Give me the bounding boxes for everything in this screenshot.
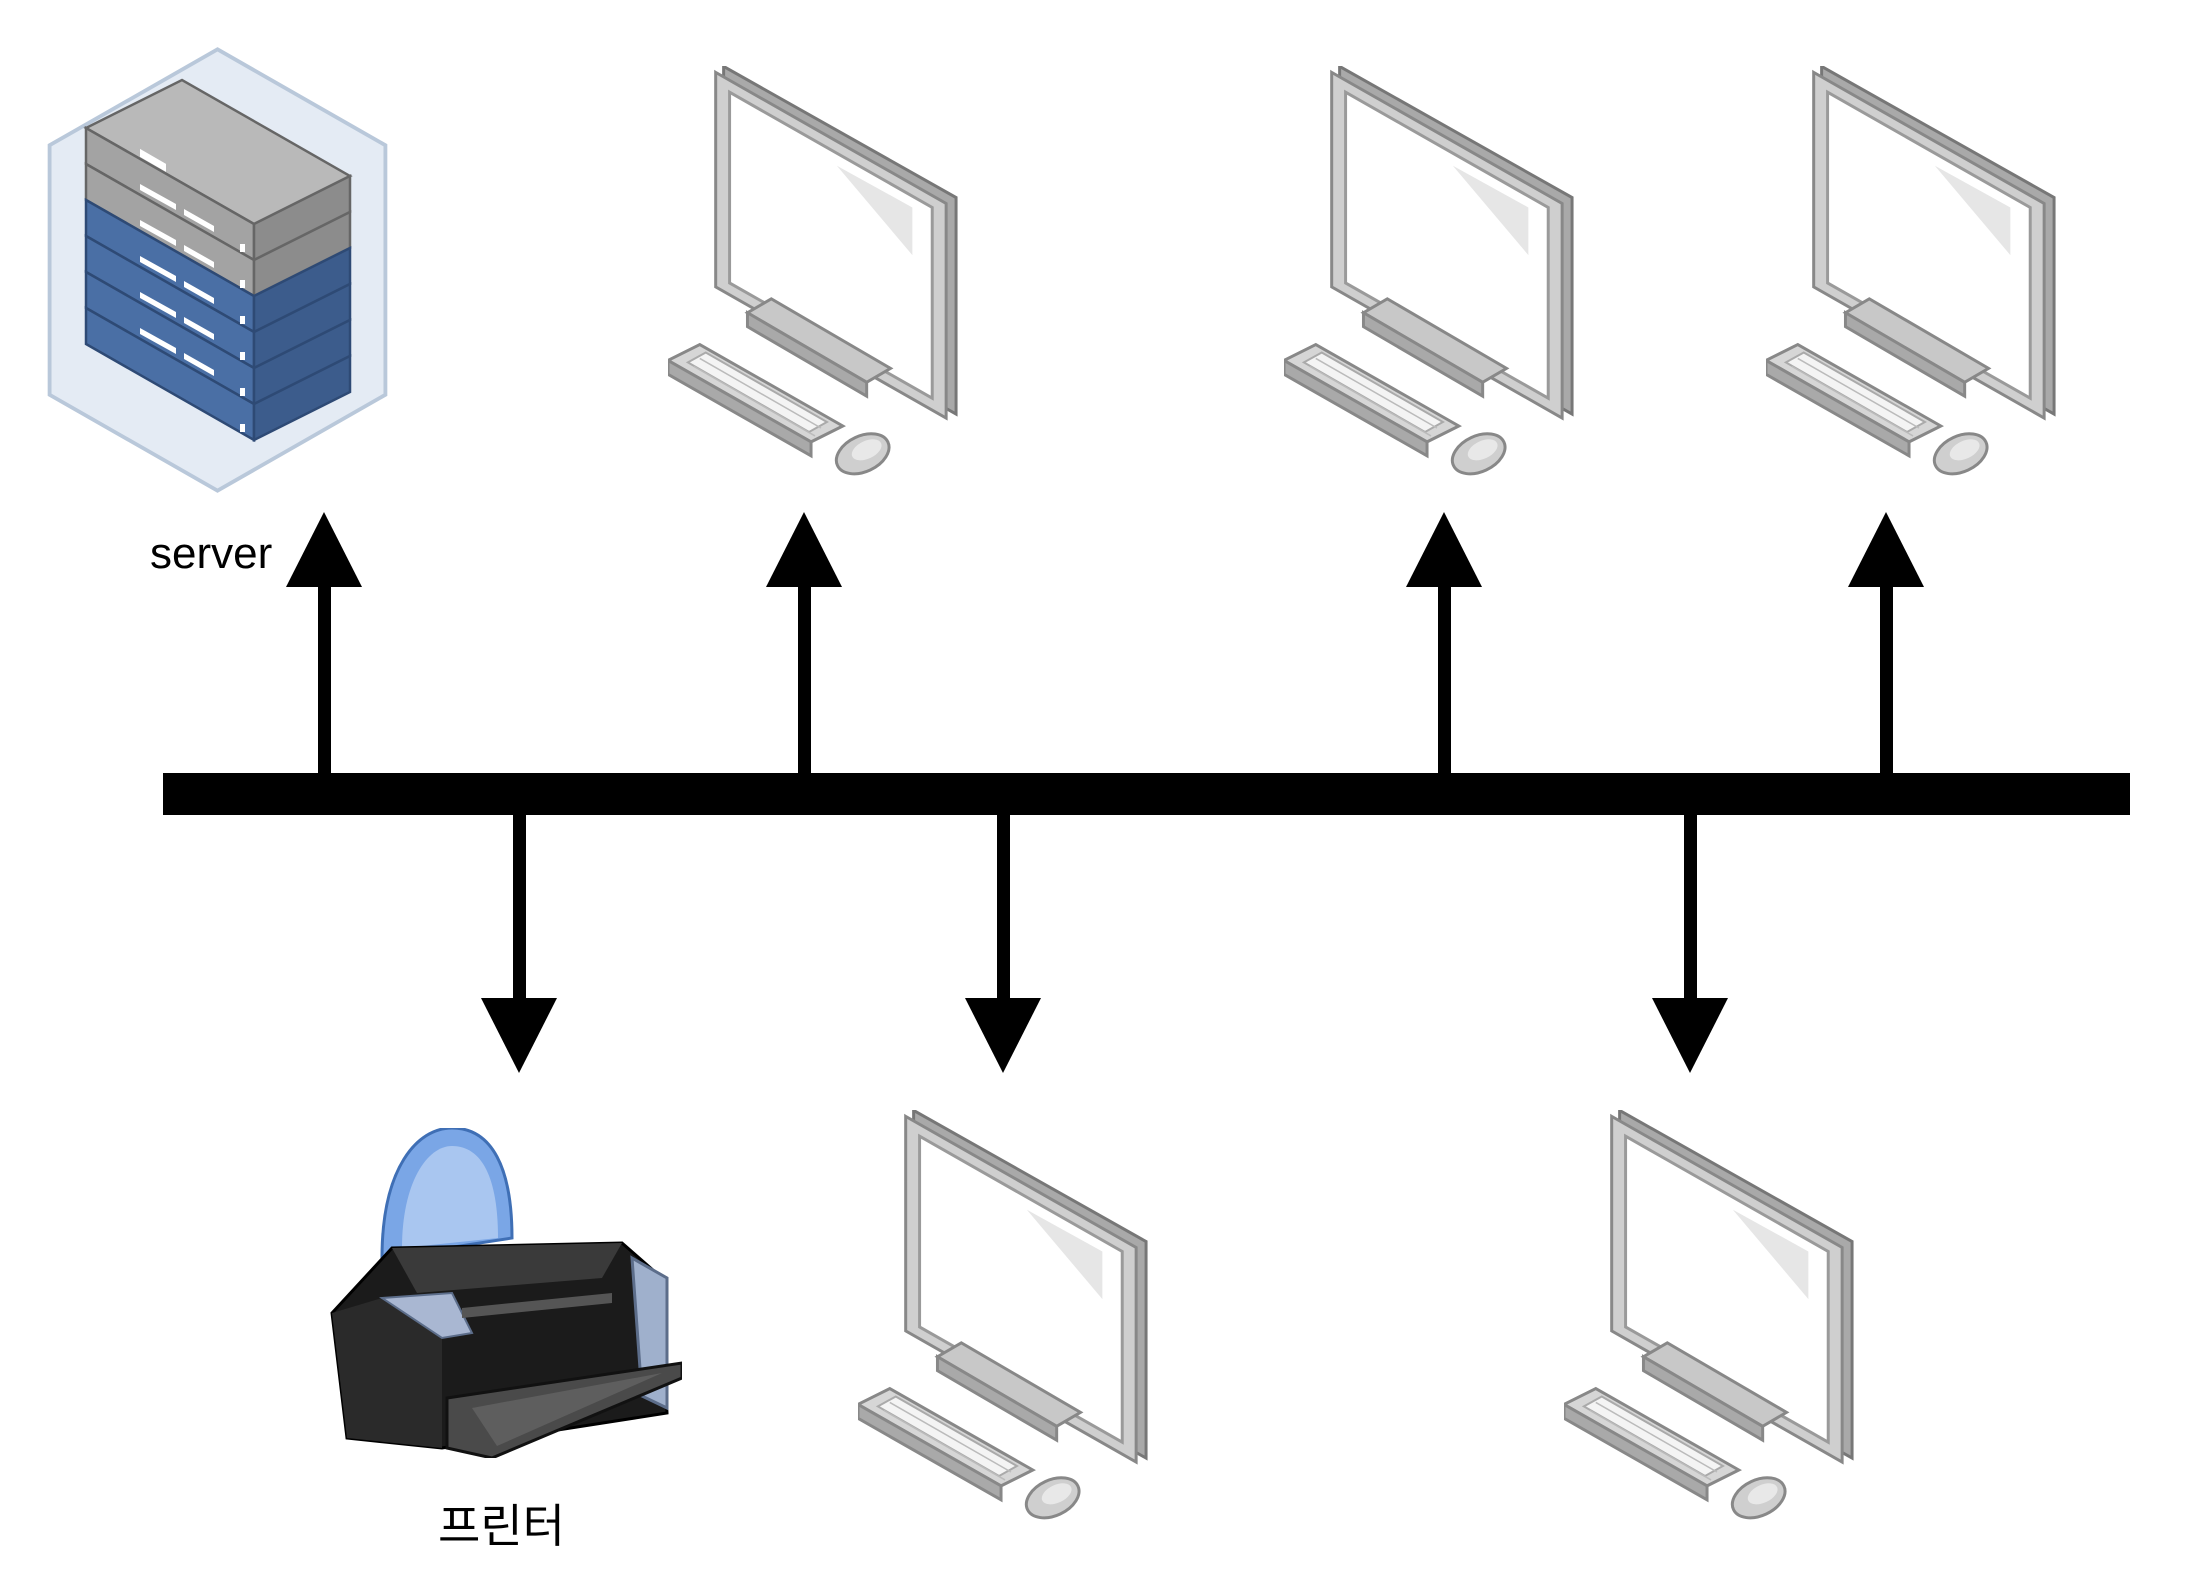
desktop-node-top-1 bbox=[668, 66, 958, 484]
server-label: server bbox=[150, 529, 272, 578]
arrow-down-pc-bottom-2 bbox=[1652, 815, 1728, 1073]
desktop-node-top-2 bbox=[1284, 66, 1574, 484]
printer-icon bbox=[330, 1128, 682, 1458]
arrow-up-pc-top-3 bbox=[1848, 512, 1924, 773]
server-node: server bbox=[47, 47, 388, 578]
network-bus-line bbox=[163, 773, 2130, 815]
desktop-computer-icon bbox=[858, 1110, 1148, 1528]
server-icon bbox=[47, 47, 388, 493]
arrow-down-printer bbox=[481, 815, 557, 1073]
desktop-node-top-3 bbox=[1766, 66, 2056, 484]
arrow-up-pc-top-1 bbox=[766, 512, 842, 773]
desktop-node-bottom-1 bbox=[858, 1110, 1148, 1528]
desktop-computer-icon bbox=[668, 66, 958, 484]
desktop-computer-icon bbox=[1766, 66, 2056, 484]
desktop-computer-icon bbox=[1564, 1110, 1854, 1528]
arrow-up-server bbox=[286, 512, 362, 773]
desktop-computer-icon bbox=[1284, 66, 1574, 484]
printer-label: 프린터 bbox=[438, 1500, 565, 1552]
arrow-down-pc-bottom-1 bbox=[965, 815, 1041, 1073]
desktop-node-bottom-2 bbox=[1564, 1110, 1854, 1528]
printer-node: 프린터 bbox=[330, 1128, 682, 1552]
arrow-up-pc-top-2 bbox=[1406, 512, 1482, 773]
